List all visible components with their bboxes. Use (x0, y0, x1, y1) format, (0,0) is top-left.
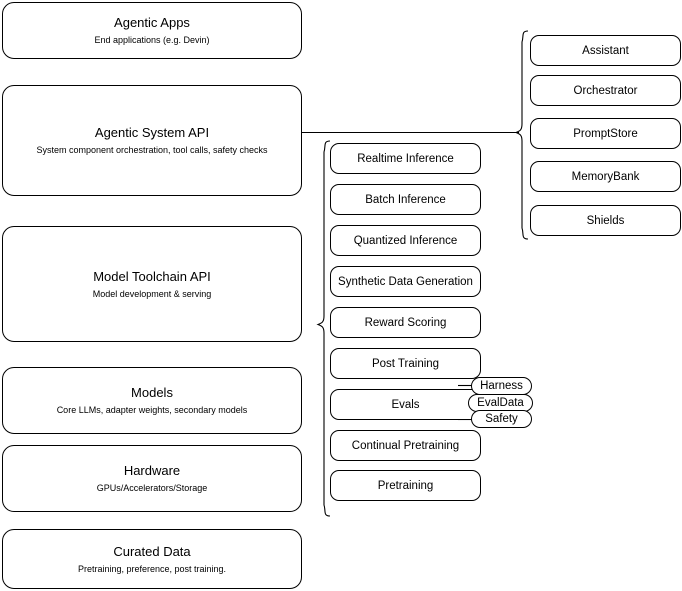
system-component-memorybank[interactable]: MemoryBank (530, 161, 681, 192)
chip-label: Assistant (582, 44, 629, 57)
layer-subtitle: GPUs/Accelerators/Storage (96, 483, 208, 493)
chip-label: Orchestrator (573, 84, 638, 97)
layer-subtitle: Model development & serving (92, 288, 212, 299)
layer-model-toolchain-api[interactable]: Model Toolchain API Model development & … (2, 226, 302, 342)
layer-models[interactable]: Models Core LLMs, adapter weights, secon… (2, 367, 302, 434)
chip-label: Pretraining (377, 479, 434, 492)
layer-curated-data[interactable]: Curated Data Pretraining, preference, po… (2, 529, 302, 589)
chip-label: Evals (391, 398, 420, 411)
chip-label: Realtime Inference (357, 152, 454, 165)
chip-label: MemoryBank (571, 170, 640, 183)
evals-safety-pill[interactable]: Safety (471, 410, 532, 428)
layer-title: Agentic System API (94, 125, 210, 140)
chip-label: Shields (586, 214, 625, 227)
toolchain-quantized-inference[interactable]: Quantized Inference (330, 225, 481, 256)
layer-title: Model Toolchain API (93, 268, 211, 284)
toolchain-pretraining[interactable]: Pretraining (330, 470, 481, 501)
brace-system-components (514, 30, 529, 240)
chip-label: Reward Scoring (364, 316, 447, 329)
chip-label: PromptStore (573, 127, 638, 140)
brace-toolchain-components (316, 140, 331, 517)
chip-label: Synthetic Data Generation (338, 275, 473, 288)
system-component-shields[interactable]: Shields (530, 205, 681, 236)
evals-harness-pill[interactable]: Harness (471, 377, 532, 395)
toolchain-post-training[interactable]: Post Training (330, 348, 481, 379)
layer-title: Hardware (123, 463, 181, 478)
layer-title: Curated Data (113, 543, 191, 559)
system-component-promptstore[interactable]: PromptStore (530, 118, 681, 149)
layer-subtitle: Core LLMs, adapter weights, secondary mo… (56, 405, 248, 415)
layer-hardware[interactable]: Hardware GPUs/Accelerators/Storage (2, 445, 302, 512)
chip-label: Quantized Inference (353, 234, 458, 247)
toolchain-batch-inference[interactable]: Batch Inference (330, 184, 481, 215)
layer-title: Models (131, 385, 173, 400)
system-component-assistant[interactable]: Assistant (530, 35, 681, 66)
chip-label: Post Training (371, 357, 440, 370)
layer-agentic-apps[interactable]: Agentic Apps End applications (e.g. Devi… (2, 2, 302, 59)
toolchain-realtime-inference[interactable]: Realtime Inference (330, 143, 481, 174)
pill-label: Safety (485, 413, 518, 425)
layer-subtitle: Pretraining, preference, post training. (77, 563, 227, 574)
pill-label: EvalData (477, 397, 524, 409)
pill-label: Harness (480, 380, 523, 392)
toolchain-synthetic-data-generation[interactable]: Synthetic Data Generation (330, 266, 481, 297)
layer-agentic-system-api[interactable]: Agentic System API System component orch… (2, 85, 302, 196)
layer-subtitle: System component orchestration, tool cal… (36, 145, 268, 155)
layer-title: Agentic Apps (114, 15, 190, 30)
chip-label: Batch Inference (365, 193, 446, 206)
layer-subtitle: End applications (e.g. Devin) (94, 35, 210, 45)
toolchain-reward-scoring[interactable]: Reward Scoring (330, 307, 481, 338)
toolchain-evals[interactable]: Evals (330, 389, 481, 420)
system-component-orchestrator[interactable]: Orchestrator (530, 75, 681, 106)
toolchain-continual-pretraining[interactable]: Continual Pretraining (330, 430, 481, 461)
chip-label: Continual Pretraining (351, 439, 460, 452)
